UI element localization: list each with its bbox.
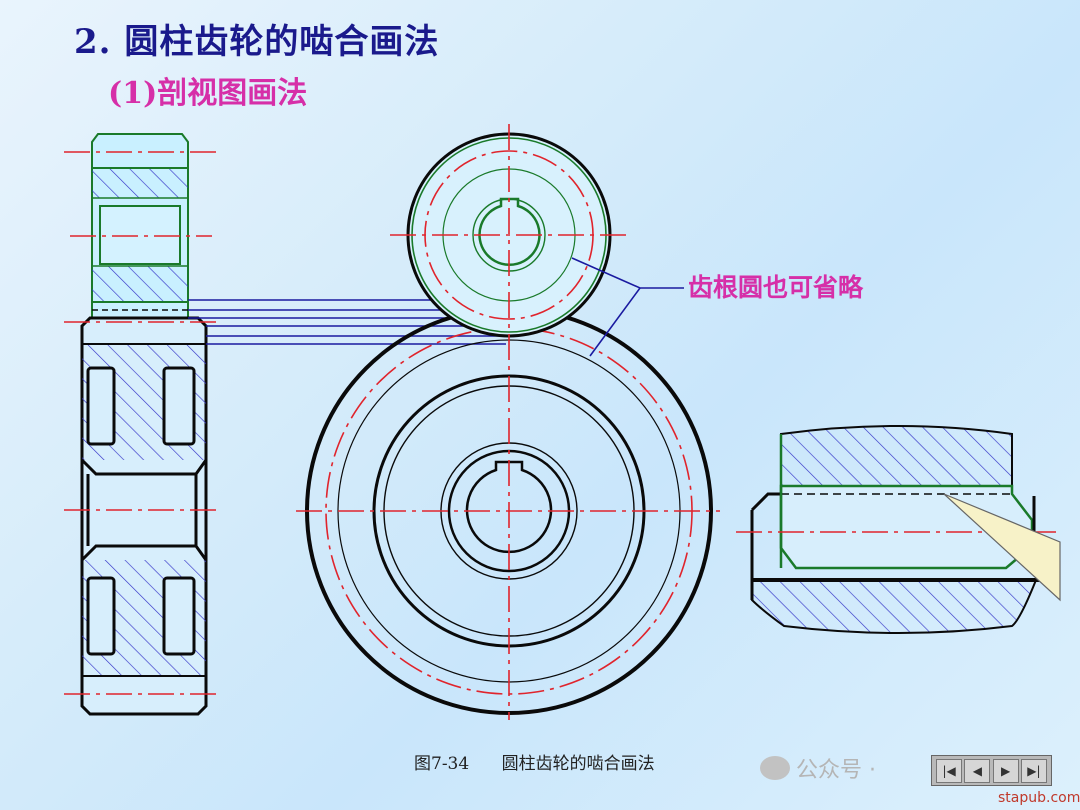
- large-gear-section: [80, 309, 208, 716]
- first-slide-button[interactable]: |◀: [936, 758, 963, 783]
- first-icon: |◀: [942, 763, 956, 778]
- mesh-detail-view: [736, 425, 1061, 634]
- wechat-icon: [760, 756, 790, 780]
- next-icon: ▶: [1001, 763, 1011, 778]
- figure-caption: 图7-34 圆柱齿轮的啮合画法: [414, 754, 655, 774]
- pinion-section: [91, 133, 189, 335]
- page-title: 2. 圆柱齿轮的啮合画法: [74, 22, 440, 62]
- callout-leader: [571, 257, 684, 357]
- sectional-view: [64, 133, 222, 716]
- next-slide-button[interactable]: ▶: [992, 758, 1019, 783]
- last-slide-button[interactable]: ▶|: [1020, 758, 1047, 783]
- last-icon: ▶|: [1027, 763, 1041, 778]
- watermark-text: 公众号 ·: [796, 758, 876, 783]
- slide-navigation: |◀ ◀ ▶ ▶|: [931, 755, 1052, 786]
- section-title: (1)剖视图画法: [108, 76, 308, 111]
- watermark: 公众号 ·: [760, 752, 876, 784]
- callout-label: 齿根圆也可省略: [688, 273, 864, 302]
- prev-slide-button[interactable]: ◀: [964, 758, 991, 783]
- site-url: stapub.com: [998, 790, 1080, 806]
- prev-icon: ◀: [972, 763, 982, 778]
